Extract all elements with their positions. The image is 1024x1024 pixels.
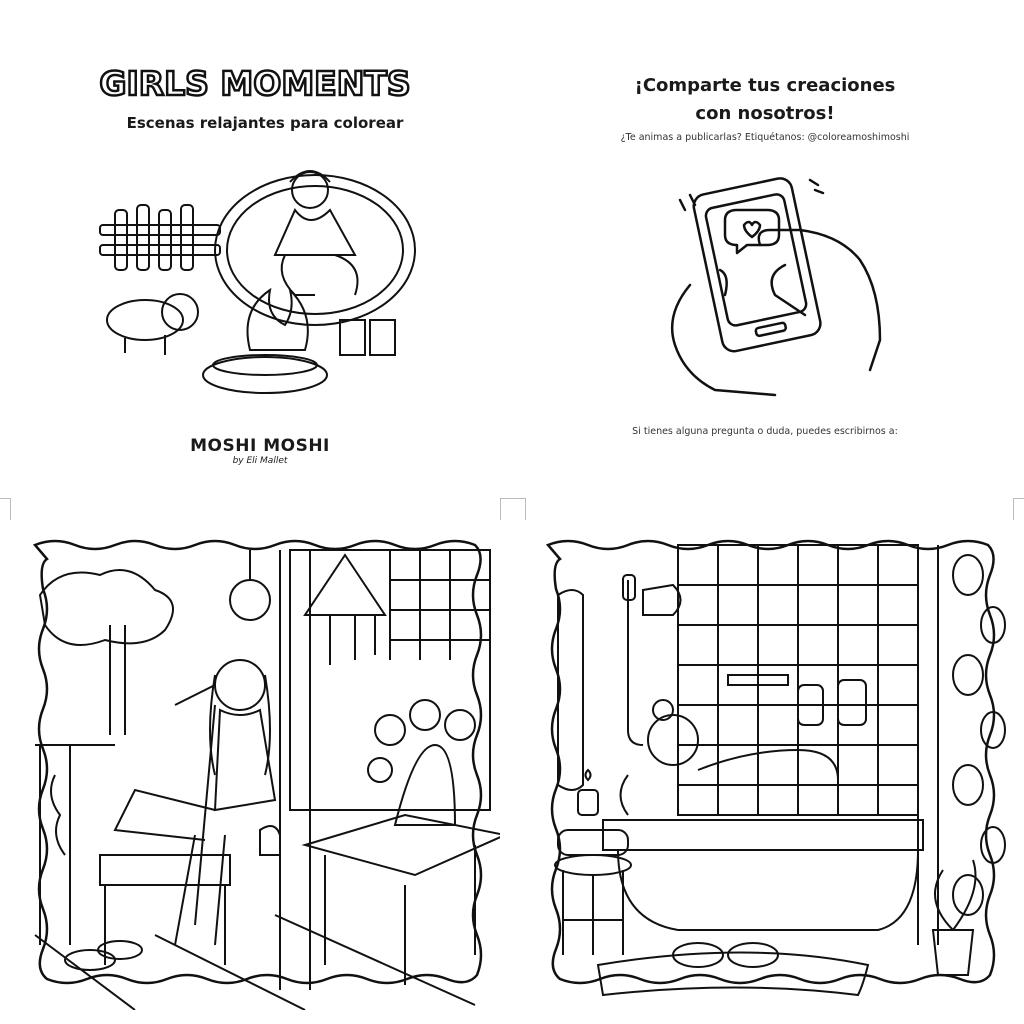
fence-illustration — [99, 204, 221, 271]
logo-main-text: MOSHI MOSHI — [190, 436, 330, 456]
bathmat-illustration — [596, 942, 870, 997]
share-tag-text: ¿Te animas a publicarlas? Etiquétanos: @… — [620, 132, 910, 143]
vase-flowers-illustration — [367, 699, 476, 826]
logo-byline: by Eli Mallet — [232, 456, 288, 466]
tree-illustration — [38, 569, 174, 735]
crop-mark — [10, 498, 11, 520]
crop-mark — [1014, 498, 1024, 499]
phone-icon — [692, 177, 822, 353]
crop-mark — [525, 498, 526, 520]
wavy-frame — [32, 539, 483, 985]
railing-illustration — [35, 744, 115, 945]
share-heading: ¡Comparte tus creaciones con nosotros! — [580, 72, 950, 128]
bottles-illustration — [727, 674, 867, 726]
right-hand — [757, 228, 882, 372]
armchair-illustration — [99, 684, 231, 965]
boots-illustration — [339, 319, 396, 356]
woman-bathing-illustration — [619, 699, 839, 816]
heart-bubble-icon — [723, 208, 781, 255]
plant-illustration — [931, 859, 977, 976]
crop-mark — [500, 498, 526, 499]
girl-illustration — [273, 170, 359, 296]
phone-hands-illustration — [670, 177, 882, 397]
bathtub-illustration — [602, 819, 924, 931]
candle-illustration — [577, 768, 599, 816]
contact-question-text: Si tienes alguna pregunta o duda, puedes… — [632, 426, 898, 437]
book-title: GIRLS MOMENTS — [98, 63, 412, 105]
share-heading-line1: ¡Comparte tus creaciones — [634, 75, 896, 96]
hanging-plant-illustration — [303, 553, 387, 665]
campfire-illustration — [202, 286, 328, 394]
left-hand — [670, 268, 777, 397]
crop-mark — [500, 498, 501, 520]
floor-lines — [34, 914, 476, 1010]
chair-illustration — [214, 174, 416, 326]
shower-illustration — [622, 574, 682, 746]
crop-mark — [1013, 498, 1014, 520]
crop-mark — [0, 498, 10, 499]
lamp-illustration — [229, 550, 271, 621]
dog-illustration — [106, 293, 199, 355]
book-subtitle: Escenas relajantes para colorear — [126, 114, 404, 132]
share-heading-line2: con nosotros! — [695, 103, 835, 124]
cover-illustration — [99, 170, 416, 394]
wavy-frame — [545, 539, 996, 985]
bath-scene-illustration — [545, 539, 1006, 997]
heart-icon — [742, 220, 762, 239]
shoes-illustration — [64, 940, 143, 971]
stool-illustration — [554, 829, 632, 955]
tile-wall — [677, 544, 919, 816]
towel-illustration — [557, 589, 584, 791]
publisher-logo: MOSHI MOSHI by Eli Mallet — [170, 436, 350, 467]
porch-scene-illustration — [32, 539, 500, 1010]
table-illustration — [301, 813, 500, 985]
